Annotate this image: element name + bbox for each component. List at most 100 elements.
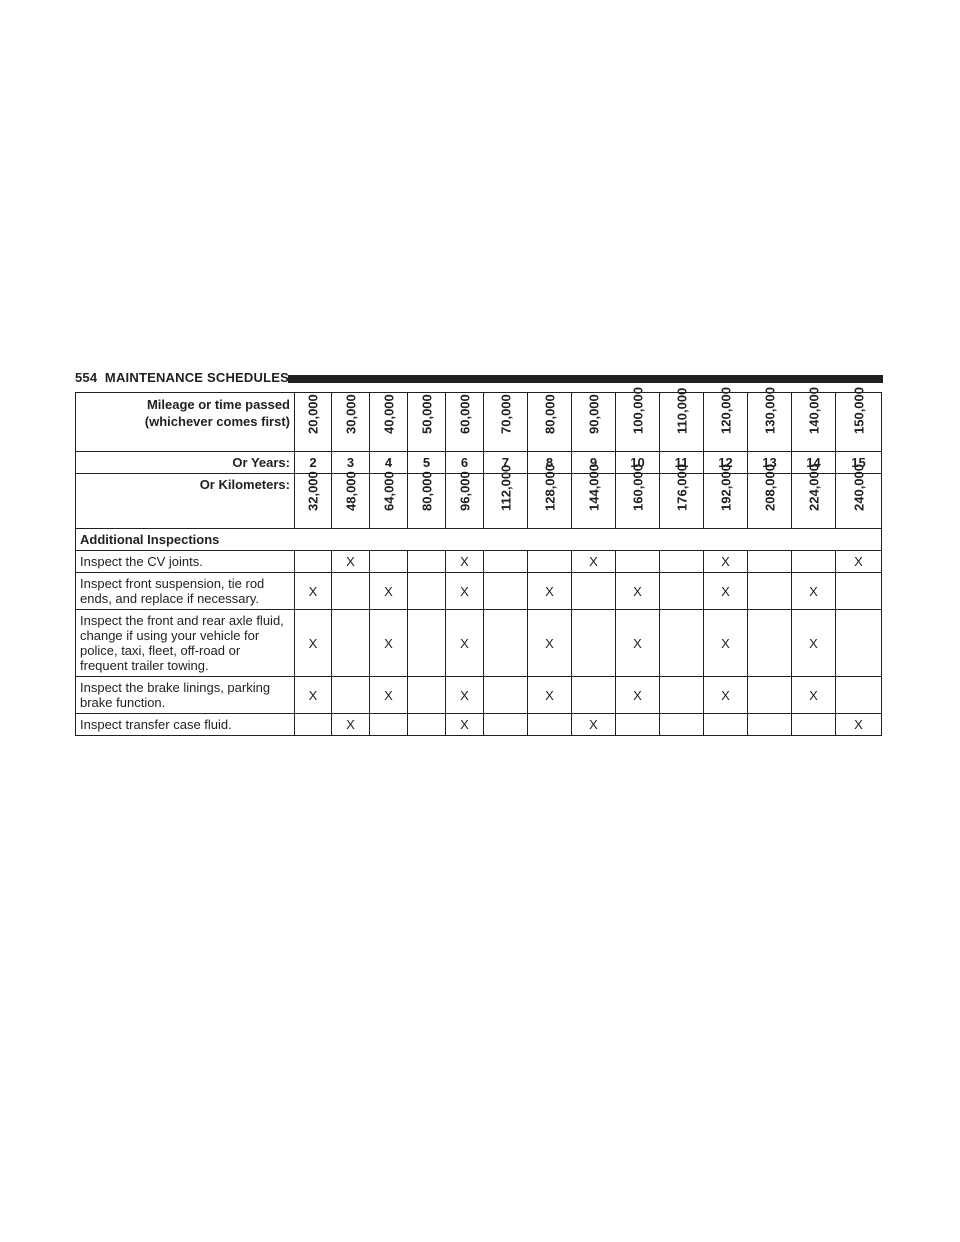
kilometers-header-text: 112,000 xyxy=(498,464,513,511)
schedule-mark xyxy=(659,609,704,677)
schedule-mark: X xyxy=(331,713,370,736)
mileage-header: 120,000 xyxy=(703,387,748,452)
inspection-item: Inspect front suspension, tie rod ends, … xyxy=(75,572,295,610)
mileage-header-text: 150,000 xyxy=(851,387,866,434)
schedule-mark xyxy=(659,713,704,736)
kilometers-header-text: 240,000 xyxy=(851,464,866,511)
mileage-header: 70,000 xyxy=(483,392,528,452)
header-rule xyxy=(288,375,883,383)
kilometers-header: 64,000 xyxy=(369,471,408,529)
mileage-header: 60,000 xyxy=(445,392,484,452)
kilometers-header-text: 96,000 xyxy=(457,471,472,511)
schedule-mark xyxy=(835,676,882,714)
schedule-mark xyxy=(791,713,836,736)
mileage-header: 110,000 xyxy=(659,388,704,452)
schedule-mark xyxy=(407,550,446,573)
schedule-mark: X xyxy=(571,550,616,573)
table-row: Inspect the brake linings, parking brake… xyxy=(75,676,882,714)
kilometers-header-text: 144,000 xyxy=(586,464,601,511)
inspection-item: Inspect the CV joints. xyxy=(75,550,295,573)
schedule-mark: X xyxy=(445,713,484,736)
section-row: Additional Inspections xyxy=(75,528,882,551)
table-row: Inspect front suspension, tie rod ends, … xyxy=(75,572,882,610)
schedule-mark xyxy=(527,713,572,736)
mileage-header: 50,000 xyxy=(407,392,446,452)
mileage-header: 80,000 xyxy=(527,392,572,452)
schedule-mark: X xyxy=(294,609,332,677)
kilometers-header: 80,000 xyxy=(407,471,446,529)
kilometers-header: 208,000 xyxy=(747,464,792,529)
mileage-header-text: 110,000 xyxy=(674,387,689,434)
year-value: 5 xyxy=(407,451,446,474)
schedule-mark: X xyxy=(791,572,836,610)
kilometers-header: 128,000 xyxy=(527,464,572,529)
schedule-mark: X xyxy=(445,550,484,573)
kilometers-header: 176,000 xyxy=(659,464,704,529)
schedule-mark: X xyxy=(791,676,836,714)
schedule-mark: X xyxy=(835,713,882,736)
maintenance-table: Mileage or time passed(whichever comes f… xyxy=(75,387,882,736)
mileage-header-text: 30,000 xyxy=(343,394,358,434)
mileage-label: Mileage or time passed(whichever comes f… xyxy=(75,392,295,452)
section-title: MAINTENANCE SCHEDULES xyxy=(104,370,289,385)
schedule-mark xyxy=(483,550,528,573)
kilometers-header-text: 80,000 xyxy=(419,471,434,511)
kilometers-header-text: 176,000 xyxy=(674,464,689,511)
schedule-mark xyxy=(527,550,572,573)
schedule-mark xyxy=(835,609,882,677)
schedule-mark xyxy=(747,609,792,677)
inspection-item: Inspect transfer case fluid. xyxy=(75,713,295,736)
section-title-cell: Additional Inspections xyxy=(75,528,882,551)
kilometers-header-text: 64,000 xyxy=(381,471,396,511)
schedule-mark: X xyxy=(703,572,748,610)
schedule-mark xyxy=(747,572,792,610)
schedule-mark xyxy=(835,572,882,610)
mileage-header-text: 40,000 xyxy=(381,394,396,434)
mileage-header-text: 20,000 xyxy=(305,394,321,434)
kilometers-header: 240,000 xyxy=(835,464,882,529)
schedule-mark: X xyxy=(615,572,660,610)
schedule-mark xyxy=(407,676,446,714)
mileage-header-text: 120,000 xyxy=(718,387,733,434)
mileage-row: Mileage or time passed(whichever comes f… xyxy=(75,387,882,452)
mileage-header-text: 130,000 xyxy=(762,387,777,434)
mileage-header-text: 140,000 xyxy=(806,387,821,434)
mileage-header-text: 90,000 xyxy=(586,394,601,434)
schedule-mark xyxy=(331,676,370,714)
kilometers-header: 192,000 xyxy=(703,464,748,529)
schedule-mark xyxy=(369,550,408,573)
schedule-mark xyxy=(571,572,616,610)
schedule-mark xyxy=(294,550,332,573)
schedule-mark xyxy=(483,676,528,714)
year-value: 10 xyxy=(615,451,660,474)
kilometers-header-text: 192,000 xyxy=(718,464,733,511)
schedule-mark: X xyxy=(294,572,332,610)
year-value: 2 xyxy=(294,451,332,474)
schedule-mark xyxy=(483,572,528,610)
schedule-mark xyxy=(369,713,408,736)
year-value: 15 xyxy=(835,451,882,474)
schedule-mark xyxy=(747,713,792,736)
year-value: 3 xyxy=(331,451,370,474)
schedule-mark xyxy=(747,676,792,714)
schedule-mark xyxy=(483,609,528,677)
kilometers-header-text: 48,000 xyxy=(343,471,358,511)
schedule-mark: X xyxy=(527,676,572,714)
table-row: Inspect the front and rear axle fluid, c… xyxy=(75,609,882,677)
schedule-mark: X xyxy=(703,550,748,573)
kilometers-header: 48,000 xyxy=(331,471,370,529)
schedule-mark xyxy=(571,676,616,714)
schedule-mark: X xyxy=(294,676,332,714)
kilometers-header: 224,000 xyxy=(791,464,836,529)
mileage-header-text: 80,000 xyxy=(542,394,557,434)
schedule-mark: X xyxy=(369,609,408,677)
schedule-mark: X xyxy=(369,572,408,610)
mileage-header: 40,000 xyxy=(369,392,408,452)
year-value: 4 xyxy=(369,451,408,474)
mileage-header: 140,000 xyxy=(791,387,836,452)
kilometers-header: 112,000 xyxy=(483,465,528,529)
kilometers-header: 144,000 xyxy=(571,464,616,529)
